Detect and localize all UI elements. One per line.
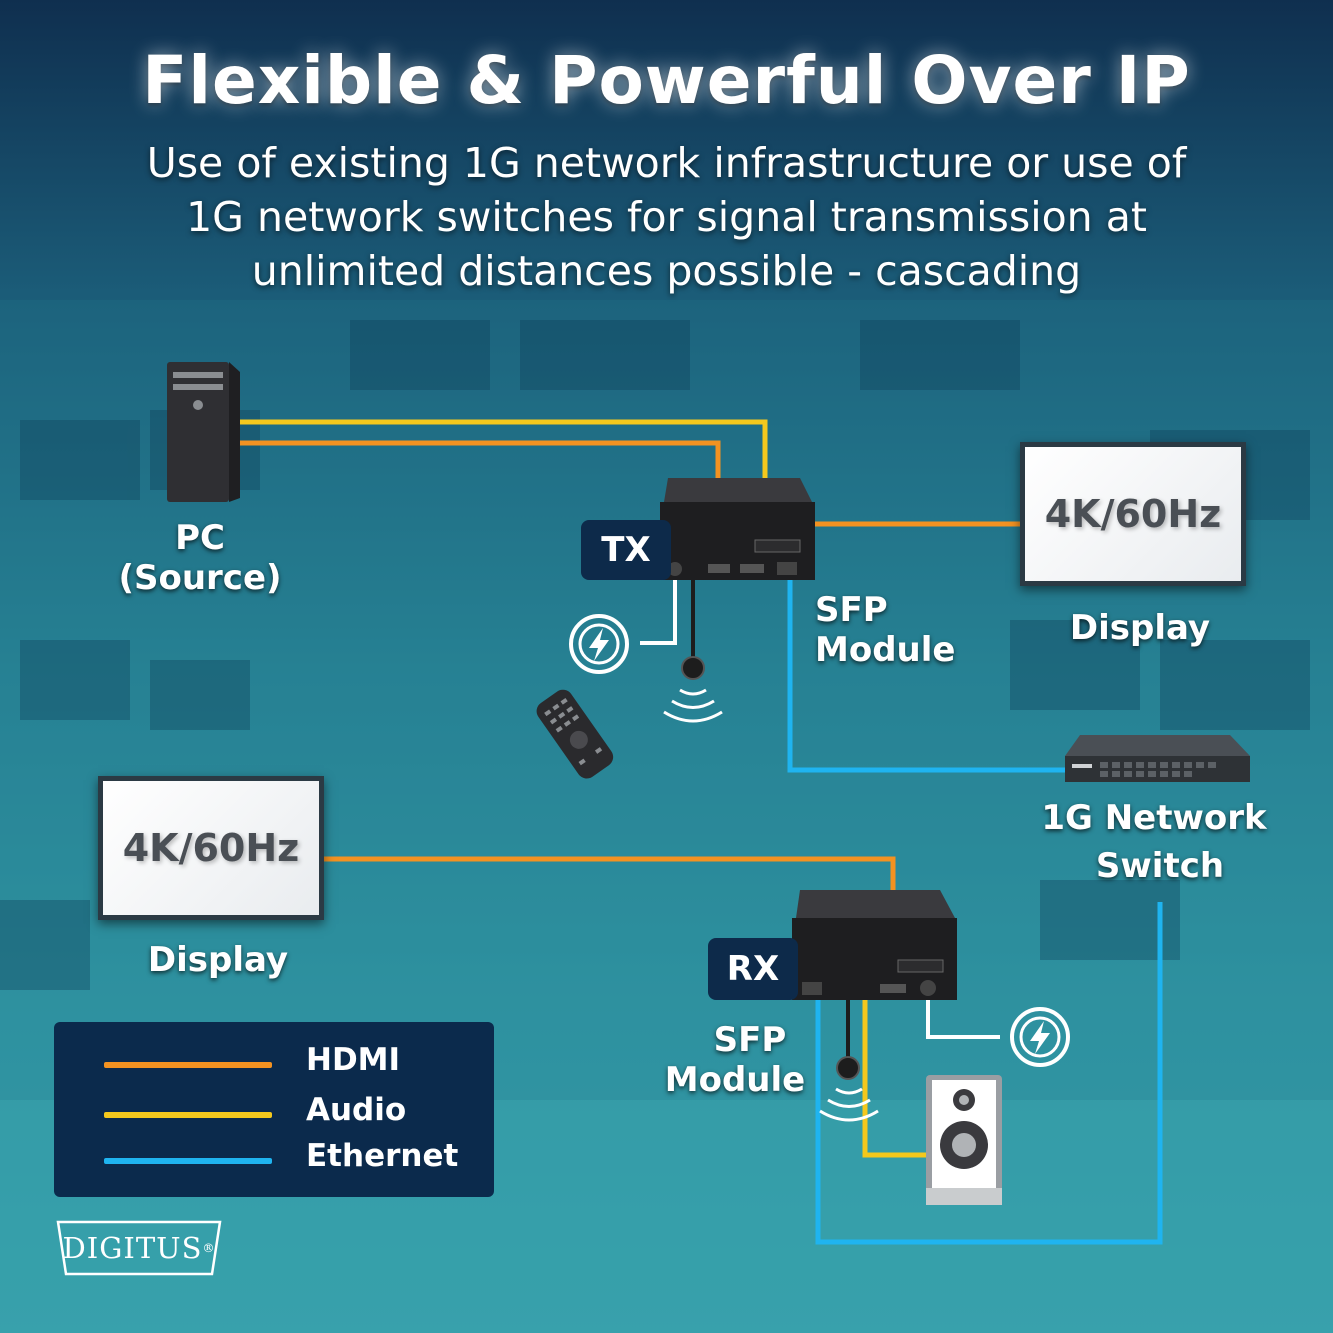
power-icon-rx [1010,1007,1070,1067]
display-top: 4K/60Hz [1020,442,1246,586]
legend-label-ethernet: Ethernet [306,1138,459,1174]
legend-swatch-audio [104,1112,272,1118]
pc-tower-icon [167,362,240,502]
tx-extender-icon [660,478,815,580]
ir-receiver-icon-rx [819,1056,879,1122]
legend-item-audio: Audio [104,1092,484,1136]
switch-label-2: Switch [1095,846,1225,886]
power-cable-tx [640,578,677,645]
display-top-label: Display [1069,608,1211,648]
display-left-label: Display [147,940,289,980]
sfp-top-label-1: SFP [815,590,888,630]
digitus-logo: DIGITUS® [56,1220,222,1276]
display-left: 4K/60Hz [98,776,324,920]
rx-extender-icon [792,890,957,1000]
ir-receiver-icon-tx [663,656,723,723]
remote-control-icon [536,689,614,779]
logo-registered-mark: ® [202,1241,216,1255]
page-title: Flexible & Powerful Over IP [142,42,1191,119]
tx-tag: TX [581,520,671,580]
legend-label-audio: Audio [306,1092,407,1128]
legend-swatch-hdmi [104,1062,272,1068]
page-subtitle: Use of existing 1G network infrastructur… [146,139,1187,295]
ethernet-cable-tx-switch [787,578,1068,773]
legend-swatch-ethernet [104,1158,272,1164]
audio-cable-pc-tx [228,419,768,480]
power-icon-tx [569,614,629,674]
rx-tag: RX [708,938,798,1000]
legend-item-hdmi: HDMI [104,1042,484,1086]
power-cable-rx [926,1000,1000,1039]
legend: HDMI Audio Ethernet [54,1022,494,1197]
speaker-icon [926,1075,1002,1205]
audio-cable-rx-speaker [862,998,930,1158]
network-switch-icon [1065,735,1250,782]
sfp-top-label-2: Module [815,630,956,670]
legend-item-ethernet: Ethernet [104,1138,484,1182]
legend-label-hdmi: HDMI [306,1042,401,1078]
ethernet-cable-switch-rx [815,902,1163,1245]
pc-sublabel: (Source) [118,558,282,598]
sfp-bottom-label-1: SFP [713,1020,787,1060]
pc-label: PC [175,518,225,558]
display-top-resolution: 4K/60Hz [1044,492,1222,536]
switch-label-1: 1G Network [1041,798,1267,838]
sfp-bottom-label-2: Module [664,1060,806,1100]
display-left-resolution: 4K/60Hz [122,826,300,870]
logo-text: DIGITUS [62,1231,203,1265]
